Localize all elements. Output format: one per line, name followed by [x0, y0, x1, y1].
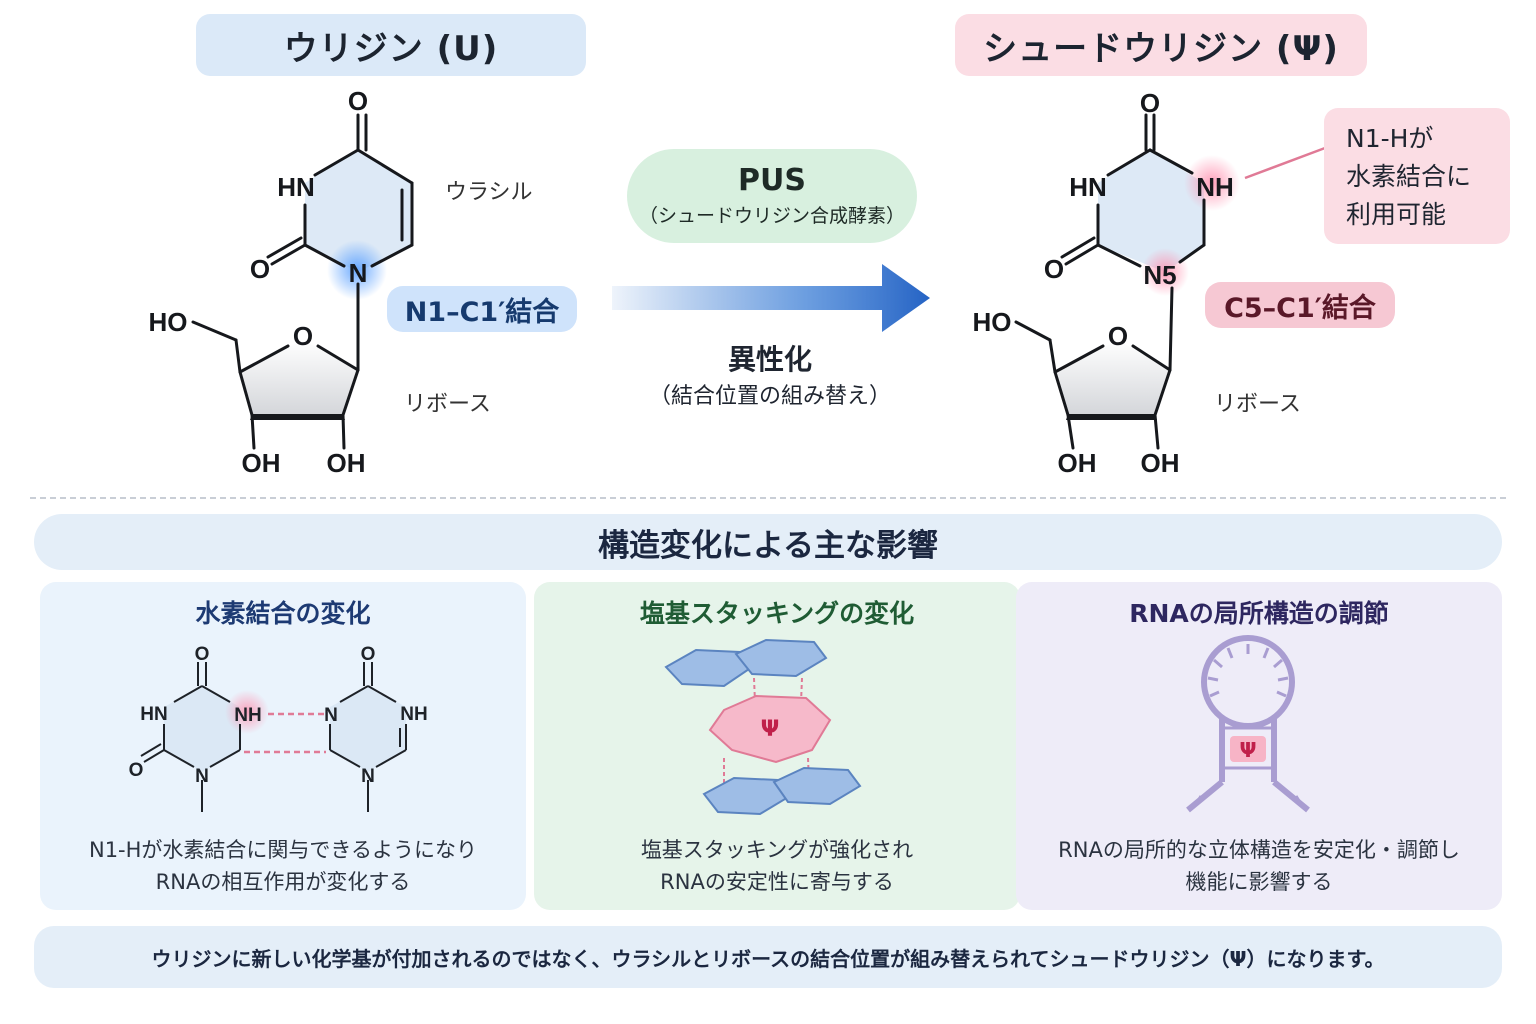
callout-line-2: 水素結合に — [1346, 162, 1472, 191]
psi-atom-HO: HO — [973, 307, 1012, 337]
uridine-atom-N: N — [349, 258, 368, 288]
panel-1-title: 水素結合の変化 — [195, 599, 371, 628]
uridine-atom-O-top: O — [348, 86, 368, 116]
rna-hairpin-illustration: Ψ — [1186, 635, 1310, 813]
psi-atom-OH-right: OH — [1141, 448, 1180, 478]
hb-atom-nh2: NH — [400, 704, 427, 725]
panel-3-title: RNAの局所構造の調節 — [1129, 599, 1389, 628]
hb-atom-o3: O — [361, 644, 376, 665]
footer-note: ウリジンに新しい化学基が付加されるのではなく、ウラシルとリボースの結合位置が組み… — [34, 926, 1502, 988]
psi-highlight-box — [1230, 736, 1266, 762]
enzyme-name: PUS — [738, 163, 806, 198]
hairpin-psi-label: Ψ — [1240, 738, 1257, 762]
pseudouridine-ribose-label: リボース — [1214, 392, 1301, 417]
psi-atom-O-top: O — [1140, 88, 1160, 118]
hydrogen-bond-illustration: O HN NH O N O N NH N — [129, 644, 428, 812]
effects-heading: 構造変化による主な影響 — [34, 514, 1502, 570]
panel-2-title: 塩基スタッキングの変化 — [639, 599, 915, 628]
panel-1-desc: N1-Hが水素結合に関与できるようになり RNAの相互作用が変化する — [40, 834, 526, 898]
hb-atom-hn1: HN — [140, 704, 167, 725]
nh-callout-box: N1-Hが 水素結合に 利用可能 — [1324, 108, 1510, 244]
panel-2-desc-line-2: RNAの安定性に寄与する — [660, 870, 894, 894]
hb-atom-n1: N — [195, 766, 209, 787]
stacking-psi-label: Ψ — [761, 717, 780, 742]
hb-atom-o2: O — [129, 760, 144, 781]
hb-atom-o1: O — [195, 644, 210, 665]
pseudouridine-structure: O HN NH O N5 HO O OH OH — [973, 88, 1326, 478]
psi-atom-OH-left: OH — [1058, 448, 1097, 478]
panel-rna-local-structure: RNAの局所構造の調節 Ψ RNAの局所的な立体 — [1016, 582, 1502, 910]
panel-3-desc-line-2: 機能に影響する — [1185, 870, 1333, 894]
n1-c1-bond-badge: N1–C1′結合 — [387, 286, 577, 332]
psi-atom-HN: HN — [1069, 172, 1107, 202]
uridine-atom-OH-left: OH — [242, 448, 281, 478]
panel-3-desc-line-1: RNAの局所的な立体構造を安定化・調節し — [1058, 838, 1460, 862]
uridine-structure: O HN O N HO O OH OH — [149, 86, 414, 478]
psi-atom-NH: NH — [1196, 172, 1234, 202]
n5-highlight-glow — [1141, 248, 1189, 296]
enzyme-full-name: （シュードウリジン合成酵素） — [638, 205, 905, 227]
panel-2-desc-line-1: 塩基スタッキングが強化され — [640, 838, 914, 862]
pseudouridine-title: シュードウリジン (Ψ) — [955, 14, 1367, 76]
uridine-atom-HN: HN — [277, 172, 315, 202]
uridine-ribose-label: リボース — [404, 392, 491, 417]
nh-highlight-glow — [1184, 155, 1240, 211]
c5-c1-bond-badge: C5–C1′結合 — [1205, 282, 1395, 328]
callout-line-3: 利用可能 — [1346, 200, 1447, 229]
uridine-atom-O-left: O — [250, 254, 270, 284]
uridine-title: ウリジン (U) — [196, 14, 586, 76]
isomerization-label: 異性化 — [727, 343, 812, 376]
section-divider — [30, 497, 1506, 499]
base-stacking-illustration: Ψ — [664, 638, 862, 816]
panel-base-stacking: 塩基スタッキングの変化 Ψ 塩基スタッキングが強化され RNAの安定性に寄与する — [534, 582, 1020, 910]
panel-1-desc-line-2: RNAの相互作用が変化する — [155, 870, 411, 894]
psi-atom-O-ring: O — [1108, 321, 1128, 351]
uridine-atom-O-ring: O — [293, 321, 313, 351]
pus-enzyme-pill: PUS （シュードウリジン合成酵素） — [627, 149, 917, 243]
psi-atom-O-left: O — [1044, 254, 1064, 284]
panel-hydrogen-bonding: 水素結合の変化 — [40, 582, 526, 910]
hb-atom-nh1: NH — [234, 705, 261, 726]
uridine-atom-HO: HO — [149, 307, 188, 337]
panel-3-desc: RNAの局所的な立体構造を安定化・調節し 機能に影響する — [1016, 834, 1502, 898]
panel-2-desc: 塩基スタッキングが強化され RNAの安定性に寄与する — [534, 834, 1020, 898]
panel-1-desc-line-1: N1-Hが水素結合に関与できるようになり — [88, 838, 478, 862]
n1-highlight-glow — [327, 240, 387, 300]
callout-leader-line — [1244, 146, 1326, 180]
uridine-atom-OH-right: OH — [327, 448, 366, 478]
reaction-arrow — [612, 264, 930, 332]
isomerization-note: （結合位置の組み替え） — [648, 384, 891, 409]
hb-atom-n3: N — [361, 766, 375, 787]
uracil-label: ウラシル — [445, 180, 533, 205]
psi-atom-N5: N5 — [1143, 260, 1176, 290]
hb-atom-n2: N — [324, 705, 338, 726]
callout-line-1: N1-Hが — [1346, 124, 1434, 153]
psi-base-hexagon — [708, 694, 832, 764]
